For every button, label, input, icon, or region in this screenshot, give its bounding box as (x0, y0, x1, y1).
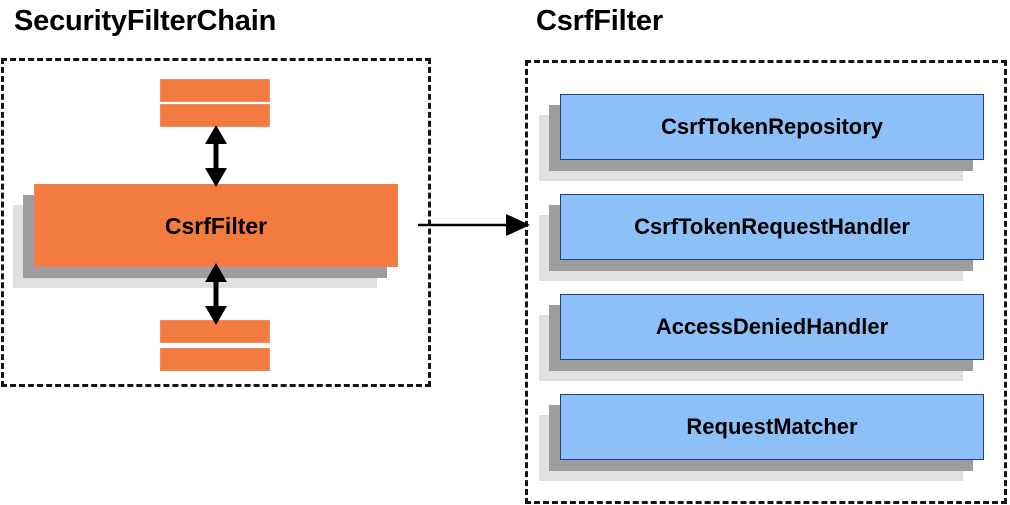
component-label: CsrfTokenRequestHandler (634, 214, 910, 239)
component-label: RequestMatcher (686, 414, 858, 439)
group-box-security-filter-chain (1, 58, 431, 387)
filter-bar-below-2 (160, 348, 270, 371)
component-request-matcher: RequestMatcher (539, 394, 984, 481)
filter-bar-above-1 (160, 79, 270, 102)
component-csrf-token-request-handler: CsrfTokenRequestHandler (539, 194, 984, 281)
group-box-csrf-filter (525, 60, 1007, 504)
component-face: CsrfFilter (34, 184, 398, 267)
filter-bar-above-2 (160, 104, 270, 127)
component-label: AccessDeniedHandler (655, 314, 889, 339)
component-csrf-token-repository: CsrfTokenRepository (539, 94, 984, 181)
arrow-right-icon-cross-panel (418, 214, 530, 236)
component-face: CsrfTokenRepository (560, 94, 984, 160)
component-face: CsrfTokenRequestHandler (560, 194, 984, 260)
panel-title-csrf-filter: CsrfFilter (536, 5, 663, 37)
bidirectional-arrow-icon-above (205, 125, 227, 187)
panel-title-security-filter-chain: SecurityFilterChain (14, 5, 277, 37)
component-face: RequestMatcher (560, 394, 984, 460)
component-csrf-filter: CsrfFilter (13, 184, 398, 288)
component-label: CsrfFilter (164, 212, 268, 239)
component-access-denied-handler: AccessDeniedHandler (539, 294, 984, 381)
component-face: AccessDeniedHandler (560, 294, 984, 360)
component-label: CsrfTokenRepository (660, 114, 884, 139)
bidirectional-arrow-icon-below (205, 263, 227, 325)
